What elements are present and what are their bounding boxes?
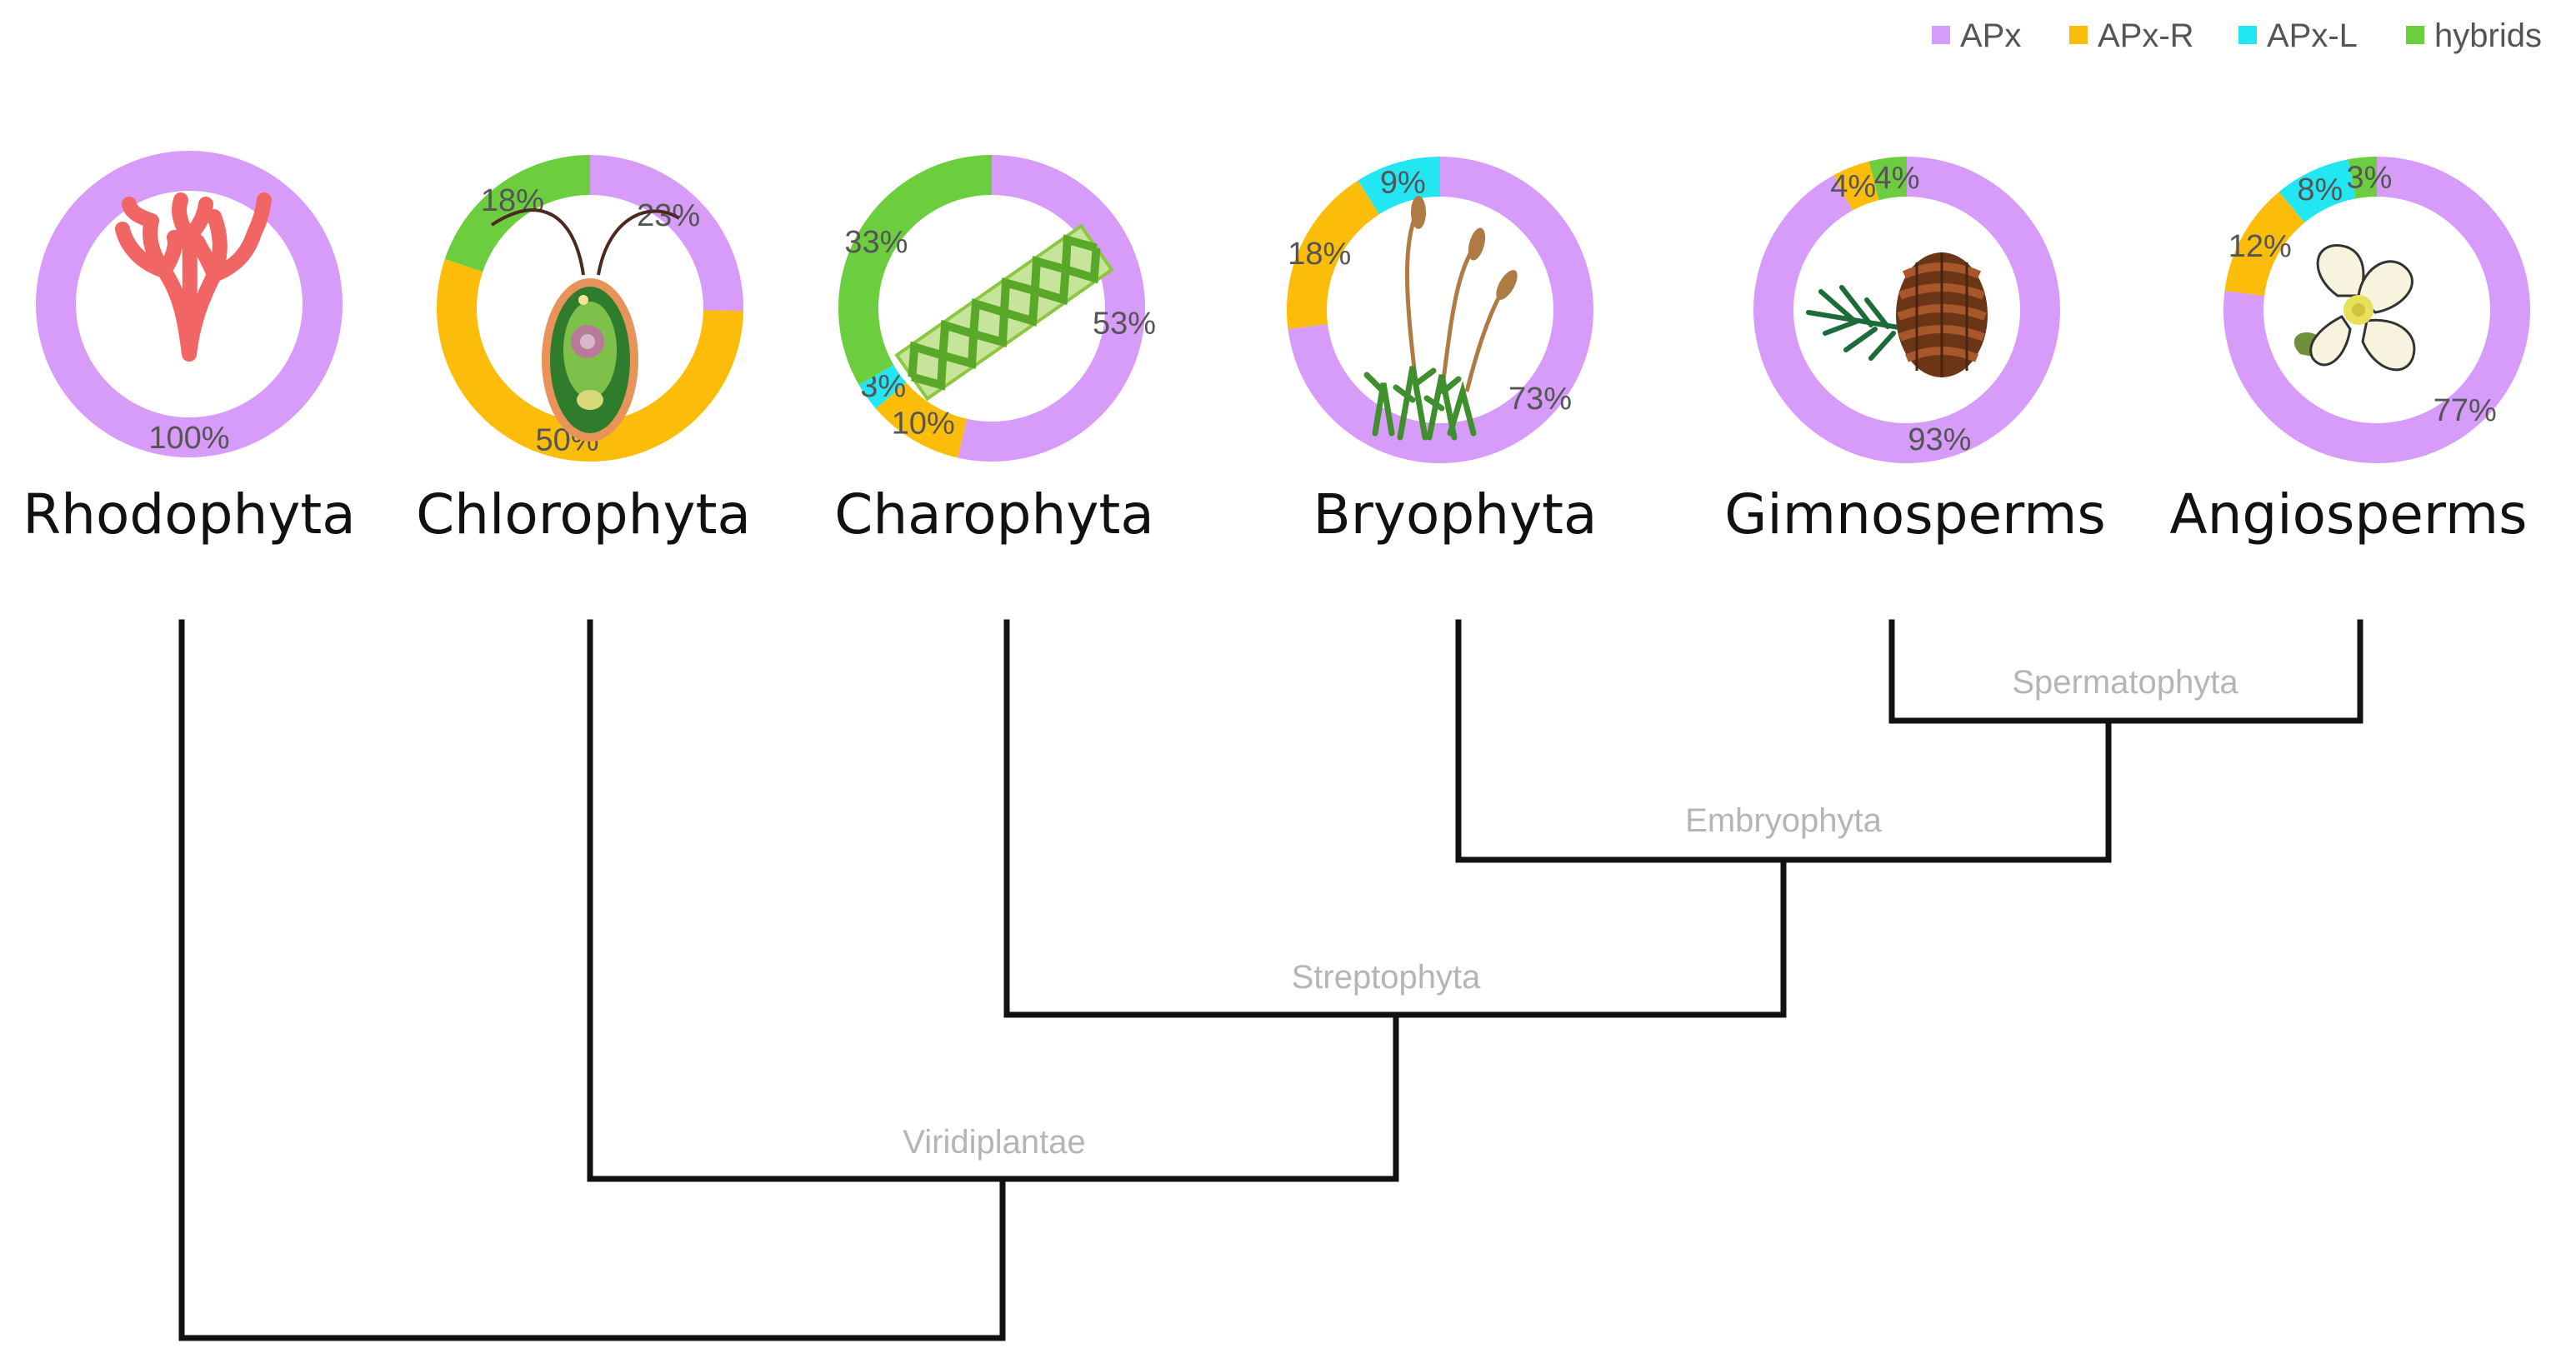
taxon-name-gimnosperms: Gimnosperms [1724,482,2106,547]
tree-branch [178,619,1006,1341]
donut-angiosperms: 77% 12%8%3% [2223,157,2530,463]
legend-label-apx-l: APx-L [2267,17,2358,54]
slice-label-apx-l: 9% [1380,165,1426,200]
tree-branch [1003,619,1787,1018]
legend-swatch-apx-r [2069,26,2088,44]
clade-label-streptophyta: Streptophyta [1292,959,1482,996]
clade-label-spermatophyta: Spermatophyta [2012,664,2238,701]
slice-label-apx-r: 4% [1830,169,1876,204]
legend: APx APx-R APx-L hybrids [1932,17,2542,54]
donut-rhodophyta: 100% [36,151,343,457]
slice-apx [958,155,1146,462]
taxon-name-charophyta: Charophyta [834,482,1154,547]
slice-label-hybrids: 3% [2346,161,2392,196]
slice-apx-r [1833,161,1879,211]
taxon-names: Rhodophyta Chlorophyta Charophyta Bryophyta… [23,482,2527,547]
legend-swatch-hybrids [2406,26,2424,44]
donut-bryophyta: 73% 18% 9% [1287,157,1593,463]
red-algae-icon [115,192,272,362]
tree-branch [1455,619,2112,863]
filamentous-alga-icon [894,223,1114,402]
tree-branch [1888,619,2363,724]
slice-label-apx: 73% [1508,382,1572,417]
taxon-name-rhodophyta: Rhodophyta [23,482,355,547]
slice-apx-l [858,365,907,409]
slice-apx-l [2278,159,2356,223]
taxon-name-bryophyta: Bryophyta [1313,482,1598,547]
taxon-name-angiosperms: Angiosperms [2169,482,2527,547]
legend-swatch-apx [1932,26,1950,44]
legend-label-apx: APx [1960,17,2021,54]
slice-label-apx: 93% [1908,422,1971,457]
clade-label-embryophyta: Embryophyta [1685,802,1882,839]
moss-icon [1363,196,1518,441]
taxon-icons [115,192,2416,442]
clade-label-viridiplantae: Viridiplantae [903,1124,1085,1161]
legend-label-apx-r: APx-R [2098,17,2194,54]
donut-charts: 100%23%50%18%53%10%3%33%73%18%9%93%4%4%7… [36,151,2530,463]
slice-label-apx-r: 12% [2228,229,2292,264]
slice-label-hybrids: 4% [1874,161,1920,196]
slice-hybrids [838,155,992,385]
donut-gimnosperms: 93% 4%4% [1753,157,2060,463]
slice-apx-r [437,258,743,462]
slice-label-apx: 23% [637,198,700,233]
slice-label-apx: 53% [1093,307,1156,342]
slice-label-hybrids: 33% [844,225,908,260]
slice-label-apx-r: 18% [1288,237,1351,272]
slice-label-apx-l: 8% [2297,172,2343,207]
tree-branch [587,619,1399,1182]
pine-cone-icon [1806,252,1988,377]
green-alga-cell-icon [490,208,681,442]
slice-label-apx: 100% [148,421,229,456]
slice-apx [590,155,743,312]
slice-apx-r [1287,180,1380,330]
slice-apx-l [1358,157,1440,215]
slice-hybrids [2348,157,2377,199]
slice-hybrids [1868,157,1907,201]
taxon-name-chlorophyta: Chlorophyta [416,482,751,547]
slice-label-apx-r: 10% [892,406,955,441]
slice-apx-r [2224,192,2305,296]
slice-apx-r [875,382,968,458]
donut-charophyta: 53%10%3%33% [838,155,1156,462]
phylogenetic-tree: Spermatophyta Embryophyta Streptophyta V… [178,619,2363,1341]
slice-label-apx: 77% [2433,393,2497,428]
legend-label-hybrids: hybrids [2434,17,2542,54]
legend-swatch-apx-l [2238,26,2257,44]
slice-apx [36,151,343,457]
flower-icon [2293,244,2416,372]
